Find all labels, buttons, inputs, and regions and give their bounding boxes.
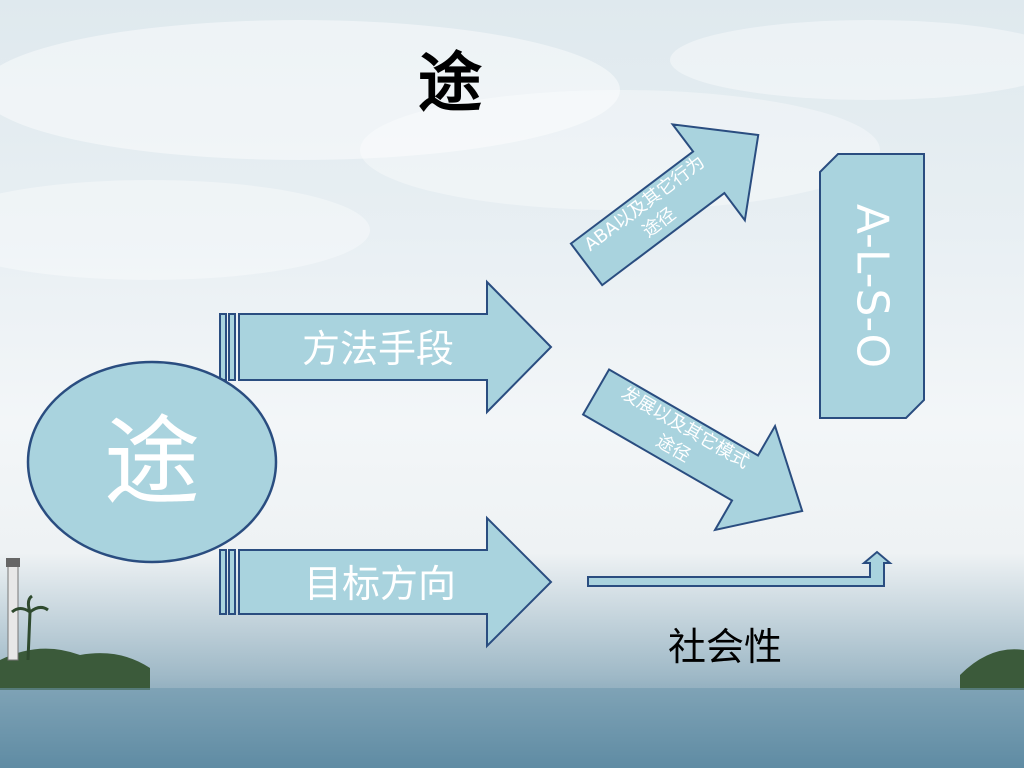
aba-arrow-shape <box>569 123 760 287</box>
center-node <box>26 360 278 564</box>
method-arrow-label: 方法手段 <box>302 327 454 371</box>
goal-arrow-shape <box>238 515 553 649</box>
cloud <box>0 20 620 160</box>
develop-arrow: 发展以及其它模式 途径 <box>581 368 804 532</box>
method-arrow-shape <box>238 279 553 415</box>
island-left <box>0 648 150 690</box>
goal-arrow-label: 目标方向 <box>304 562 456 606</box>
goal-arrow-stripe <box>219 549 227 615</box>
method-arrow: 方法手段 <box>219 279 553 415</box>
aba-arrow: ABA以及其它行为 途径 <box>569 123 760 287</box>
develop-arrow-shape <box>581 368 804 532</box>
goal-arrow: 目标方向 <box>219 515 553 649</box>
social-line-arrow <box>587 550 893 587</box>
also-box <box>819 153 925 419</box>
island-right <box>960 649 1024 690</box>
social-label: 社会性 <box>667 625 782 669</box>
cloud <box>0 180 370 280</box>
center-node-label: 途 <box>104 406 200 518</box>
method-arrow-stripe <box>219 313 227 381</box>
sea <box>0 688 1024 768</box>
method-arrow-stripe <box>228 313 236 381</box>
slide-title: 途 <box>418 47 482 121</box>
goal-arrow-stripe <box>228 549 236 615</box>
also-box-label: A-L-S-O <box>847 204 898 368</box>
palm-tree <box>11 594 49 661</box>
lighthouse-top <box>6 558 20 567</box>
cloud <box>670 20 1024 100</box>
